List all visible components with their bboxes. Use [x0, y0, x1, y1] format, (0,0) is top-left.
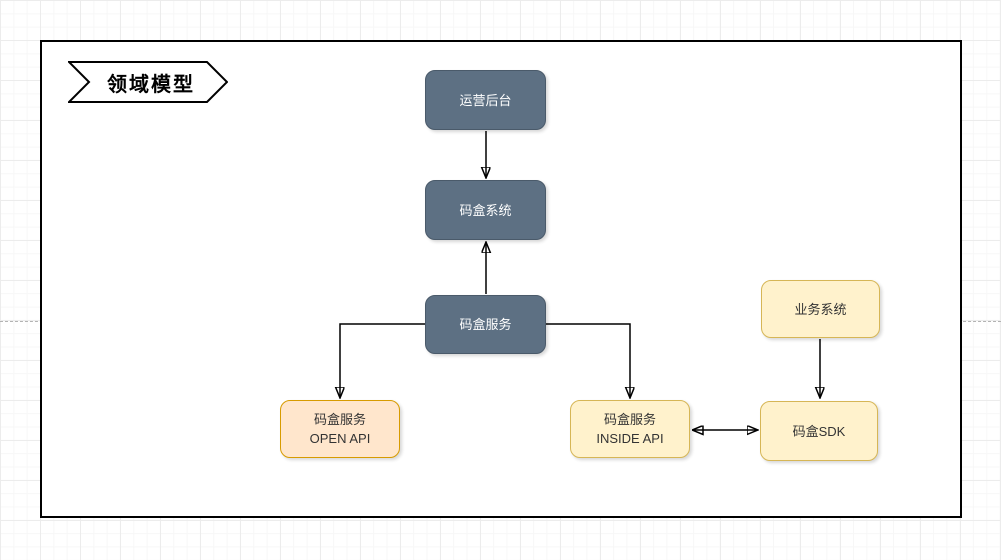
node-operations-backend[interactable]: 运营后台 — [425, 70, 546, 130]
node-label-line2: INSIDE API — [596, 431, 664, 446]
connector-service-to-open-api[interactable] — [340, 323, 425, 397]
node-label-line1: 码盒服务 — [313, 412, 366, 427]
diagram-title: 领域模型 — [107, 73, 195, 96]
node-label: 运营后台 — [459, 92, 512, 108]
connector-service-to-inside-api[interactable] — [546, 323, 630, 397]
node-codebox-system[interactable]: 码盒系统 — [425, 180, 546, 240]
node-codebox-service[interactable]: 码盒服务 — [425, 295, 546, 354]
node-label: 码盒SDK — [792, 423, 846, 439]
title-banner-shape[interactable]: 领域模型 — [68, 61, 228, 103]
step-shape-icon — [68, 61, 228, 103]
node-business-system[interactable]: 业务系统 — [761, 280, 880, 338]
node-label: 业务系统 — [794, 301, 847, 317]
node-label: 码盒服务 — [459, 317, 512, 332]
node-label-line1: 码盒服务 — [603, 412, 656, 427]
node-codebox-sdk[interactable]: 码盒SDK — [760, 401, 878, 461]
node-label-line2: OPEN API — [309, 431, 371, 446]
node-label: 码盒系统 — [459, 202, 512, 218]
node-codebox-open-api[interactable]: 码盒服务 OPEN API — [280, 400, 400, 458]
node-codebox-inside-api[interactable]: 码盒服务 INSIDE API — [570, 400, 690, 458]
